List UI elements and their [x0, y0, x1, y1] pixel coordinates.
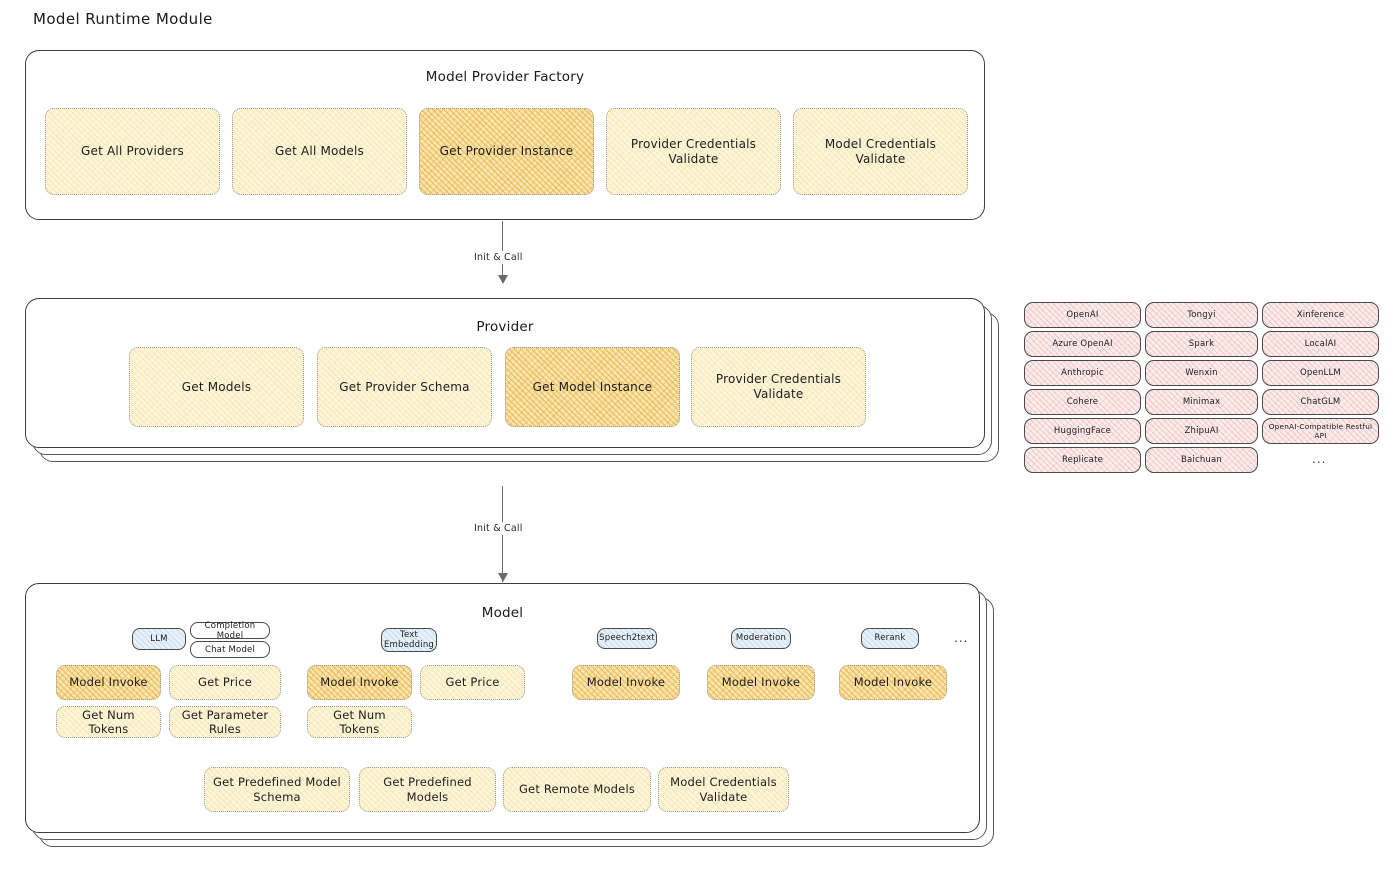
model-type-chip-moderation[interactable]: Moderation — [731, 628, 791, 649]
provider-chip-openai[interactable]: OpenAI — [1024, 302, 1141, 328]
provider-chip-xinference[interactable]: Xinference — [1262, 302, 1379, 328]
provider-chip-localai[interactable]: LocalAI — [1262, 331, 1379, 357]
model-type-chip-text-embedding[interactable]: Text Embedding — [381, 628, 437, 652]
op-get-predefined-model-schema[interactable]: Get Predefined Model Schema — [204, 767, 350, 812]
provider-title: Provider — [476, 319, 534, 335]
provider-chip-openai-compatible-restful-api[interactable]: OpenAI-Compatible Restful API — [1262, 418, 1379, 444]
model-subtype-chip-completion-model[interactable]: Completion Model — [190, 621, 270, 641]
op-get-models[interactable]: Get Models — [129, 347, 304, 427]
provider-chip-openllm[interactable]: OpenLLM — [1262, 360, 1379, 386]
op-llm-get-num-tokens[interactable]: Get Num Tokens — [56, 706, 161, 738]
provider-chip-minimax[interactable]: Minimax — [1145, 389, 1258, 415]
provider-chip-wenxin[interactable]: Wenxin — [1145, 360, 1258, 386]
op-text-embedding-model-invoke[interactable]: Model Invoke — [307, 665, 412, 700]
provider-chip-tongyi[interactable]: Tongyi — [1145, 302, 1258, 328]
model-type-chip-rerank[interactable]: Rerank — [861, 628, 919, 649]
provider-chip-huggingface[interactable]: HuggingFace — [1024, 418, 1141, 444]
op-get-provider-instance[interactable]: Get Provider Instance — [419, 108, 594, 195]
op-text-embedding-get-price[interactable]: Get Price — [420, 665, 525, 700]
op-get-remote-models[interactable]: Get Remote Models — [503, 767, 651, 812]
model-provider-factory-panel: Model Provider Factory Get All Providers… — [25, 50, 985, 220]
op-rerank-model-invoke[interactable]: Model Invoke — [839, 665, 947, 700]
op-llm-get-parameter-rules[interactable]: Get Parameter Rules — [169, 706, 281, 738]
op-get-predefined-models[interactable]: Get Predefined Models — [359, 767, 496, 812]
op-model-credentials-validate-2[interactable]: Model Credentials Validate — [658, 767, 789, 812]
provider-chip-chatglm[interactable]: ChatGLM — [1262, 389, 1379, 415]
op-text-embedding-get-num-tokens[interactable]: Get Num Tokens — [307, 706, 412, 738]
provider-chip-zhipuai[interactable]: ZhipuAI — [1145, 418, 1258, 444]
op-provider-credentials-validate-2[interactable]: Provider Credentials Validate — [691, 347, 866, 427]
provider-chip-replicate[interactable]: Replicate — [1024, 447, 1141, 473]
model-provider-factory-title: Model Provider Factory — [425, 69, 585, 85]
provider-chip-cohere[interactable]: Cohere — [1024, 389, 1141, 415]
provider-chip-baichuan[interactable]: Baichuan — [1145, 447, 1258, 473]
provider-chip-list: OpenAI Azure OpenAI Anthropic Cohere Hug… — [1024, 300, 1384, 475]
provider-chip-anthropic[interactable]: Anthropic — [1024, 360, 1141, 386]
op-llm-model-invoke[interactable]: Model Invoke — [56, 665, 161, 700]
op-llm-get-price[interactable]: Get Price — [169, 665, 281, 700]
op-speech2text-model-invoke[interactable]: Model Invoke — [572, 665, 680, 700]
op-get-all-providers[interactable]: Get All Providers — [45, 108, 220, 195]
model-panel: Model LLM Completion Model Chat Model Mo… — [25, 583, 980, 833]
op-provider-credentials-validate[interactable]: Provider Credentials Validate — [606, 108, 781, 195]
model-types-more-ellipsis: ... — [954, 631, 969, 645]
connector-provider-to-model-label: Init & Call — [470, 522, 527, 535]
connector-factory-to-provider-label: Init & Call — [470, 251, 527, 264]
connector-factory-to-provider-arrowhead — [498, 275, 508, 284]
op-get-all-models[interactable]: Get All Models — [232, 108, 407, 195]
op-get-model-instance[interactable]: Get Model Instance — [505, 347, 680, 427]
model-type-chip-llm[interactable]: LLM — [132, 628, 186, 650]
op-model-credentials-validate[interactable]: Model Credentials Validate — [793, 108, 968, 195]
connector-provider-to-model-arrowhead — [498, 573, 508, 582]
op-moderation-model-invoke[interactable]: Model Invoke — [707, 665, 815, 700]
model-subtype-chip-chat-model[interactable]: Chat Model — [190, 641, 270, 658]
provider-chip-azure-openai[interactable]: Azure OpenAI — [1024, 331, 1141, 357]
page-title: Model Runtime Module — [33, 10, 213, 28]
provider-list-more-ellipsis: ... — [1312, 452, 1327, 466]
provider-panel: Provider Get Models Get Provider Schema … — [25, 298, 985, 448]
model-type-chip-speech2text[interactable]: Speech2text — [597, 628, 657, 649]
op-get-provider-schema[interactable]: Get Provider Schema — [317, 347, 492, 427]
model-title: Model — [481, 605, 524, 621]
provider-chip-spark[interactable]: Spark — [1145, 331, 1258, 357]
